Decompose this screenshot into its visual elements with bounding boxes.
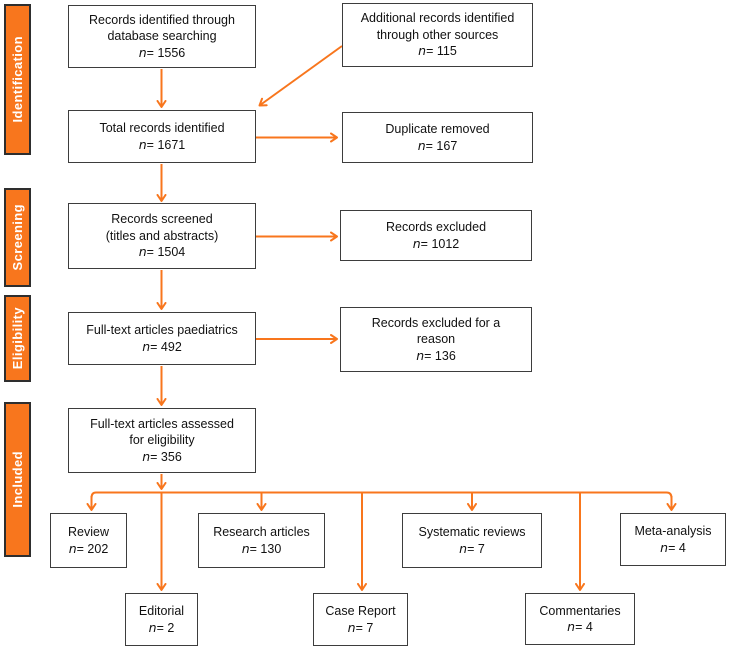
- box-records-excluded: Records excluded n= 1012: [340, 210, 532, 261]
- box-records-excluded-reason: Records excluded for a reason n= 136: [340, 307, 532, 372]
- stage-bar-screening: Screening: [4, 188, 31, 287]
- box-text-line: reason: [416, 332, 456, 347]
- stage-label-screening: Screening: [10, 204, 25, 271]
- box-count: n= 130: [242, 541, 282, 558]
- n-symbol: n: [660, 539, 669, 555]
- box-text-line: database searching: [107, 29, 217, 44]
- branch-distribution-line: [90, 491, 673, 499]
- box-systematic-reviews: Systematic reviews n= 7: [402, 513, 542, 568]
- box-text-line: (titles and abstracts): [105, 228, 219, 243]
- count-value: = 492: [150, 339, 182, 354]
- box-total-records: Total records identified n= 1671: [68, 110, 256, 163]
- box-commentaries: Commentaries n= 4: [525, 593, 635, 645]
- box-text-line: Meta-analysis: [634, 524, 712, 538]
- count-value: = 2: [156, 620, 175, 635]
- count-value: = 356: [150, 449, 182, 464]
- box-text-line: Additional records identified: [360, 11, 515, 26]
- box-text-line: Total records identified: [99, 121, 225, 135]
- n-symbol: n: [347, 619, 356, 635]
- box-count: n= 115: [418, 43, 457, 60]
- box-research-articles: Research articles n= 130: [198, 513, 325, 568]
- box-count: n= 1556: [139, 45, 186, 62]
- stage-bar-eligibility: Eligibility: [4, 295, 31, 382]
- box-text-line: Editorial: [138, 604, 185, 618]
- stage-label-eligibility: Eligibility: [10, 307, 25, 370]
- count-value: = 202: [76, 541, 109, 556]
- n-symbol: n: [68, 540, 77, 556]
- box-count: n= 1012: [413, 236, 460, 253]
- box-count: n= 167: [418, 138, 458, 155]
- box-text-line: Duplicate removed: [385, 122, 490, 136]
- box-editorial: Editorial n= 2: [125, 593, 198, 646]
- box-meta-analysis: Meta-analysis n= 4: [620, 513, 726, 566]
- count-value: = 130: [249, 541, 282, 556]
- box-text-line: for eligibility: [129, 433, 195, 448]
- box-text-line: Full-text articles assessed: [90, 416, 234, 431]
- n-symbol: n: [142, 448, 151, 464]
- box-text-line: Full-text articles paediatrics: [86, 323, 238, 337]
- n-symbol: n: [459, 540, 468, 556]
- count-value: = 115: [426, 44, 457, 59]
- n-symbol: n: [417, 137, 426, 153]
- box-text-line: Records excluded for a: [371, 315, 501, 330]
- n-symbol: n: [412, 235, 421, 251]
- box-text-line: Research articles: [213, 525, 310, 539]
- box-count: n= 202: [69, 541, 109, 558]
- count-value: = 1556: [146, 45, 186, 60]
- box-text-line: Records screened: [111, 212, 213, 227]
- stage-bar-identification: Identification: [4, 4, 31, 155]
- count-value: = 1012: [420, 236, 460, 251]
- count-value: = 7: [355, 620, 374, 635]
- n-symbol: n: [148, 619, 157, 635]
- count-value: = 4: [668, 540, 686, 555]
- arrow-additional-to-total: [258, 45, 343, 107]
- box-text-line: Records excluded: [385, 220, 487, 234]
- box-text-line: Review: [68, 525, 109, 539]
- n-symbol: n: [416, 347, 425, 363]
- n-symbol: n: [241, 540, 250, 556]
- box-text-line: Systematic reviews: [418, 525, 526, 539]
- box-count: n= 7: [348, 620, 374, 637]
- n-symbol: n: [138, 244, 147, 260]
- box-count: n= 136: [416, 348, 456, 365]
- box-review: Review n= 202: [50, 513, 127, 568]
- n-symbol: n: [567, 619, 576, 634]
- box-text-line: through other sources: [376, 27, 499, 42]
- stage-label-identification: Identification: [10, 36, 25, 123]
- box-text-line: Commentaries: [539, 603, 621, 618]
- count-value: = 1504: [146, 245, 186, 260]
- box-count: n= 492: [142, 339, 182, 356]
- box-fulltext-paediatrics: Full-text articles paediatrics n= 492: [68, 312, 256, 365]
- n-symbol: n: [418, 43, 427, 59]
- box-count: n= 356: [142, 449, 182, 466]
- stage-label-included: Included: [10, 451, 25, 508]
- box-text-line: Records identified through: [89, 12, 235, 27]
- n-symbol: n: [138, 136, 147, 152]
- count-value: = 7: [467, 541, 485, 556]
- box-text-line: Case Report: [325, 604, 396, 618]
- count-value: = 136: [424, 348, 456, 363]
- box-count: n= 2: [149, 620, 175, 637]
- box-records-database-searching: Records identified through database sear…: [68, 5, 256, 68]
- box-case-report: Case Report n= 7: [313, 593, 408, 646]
- count-value: = 167: [425, 138, 458, 153]
- n-symbol: n: [142, 338, 151, 354]
- n-symbol: n: [138, 44, 147, 60]
- count-value: = 1671: [146, 137, 186, 152]
- count-value: = 4: [575, 620, 593, 634]
- box-count: n= 4: [567, 619, 593, 636]
- box-count: n= 7: [459, 541, 485, 558]
- box-count: n= 1504: [139, 244, 186, 261]
- box-additional-records: Additional records identified through ot…: [342, 3, 533, 67]
- stage-bar-included: Included: [4, 402, 31, 557]
- box-duplicate-removed: Duplicate removed n= 167: [342, 112, 533, 163]
- box-fulltext-assessed: Full-text articles assessed for eligibil…: [68, 408, 256, 473]
- box-count: n= 1671: [139, 137, 186, 154]
- box-records-screened: Records screened (titles and abstracts) …: [68, 203, 256, 269]
- box-count: n= 4: [660, 540, 686, 557]
